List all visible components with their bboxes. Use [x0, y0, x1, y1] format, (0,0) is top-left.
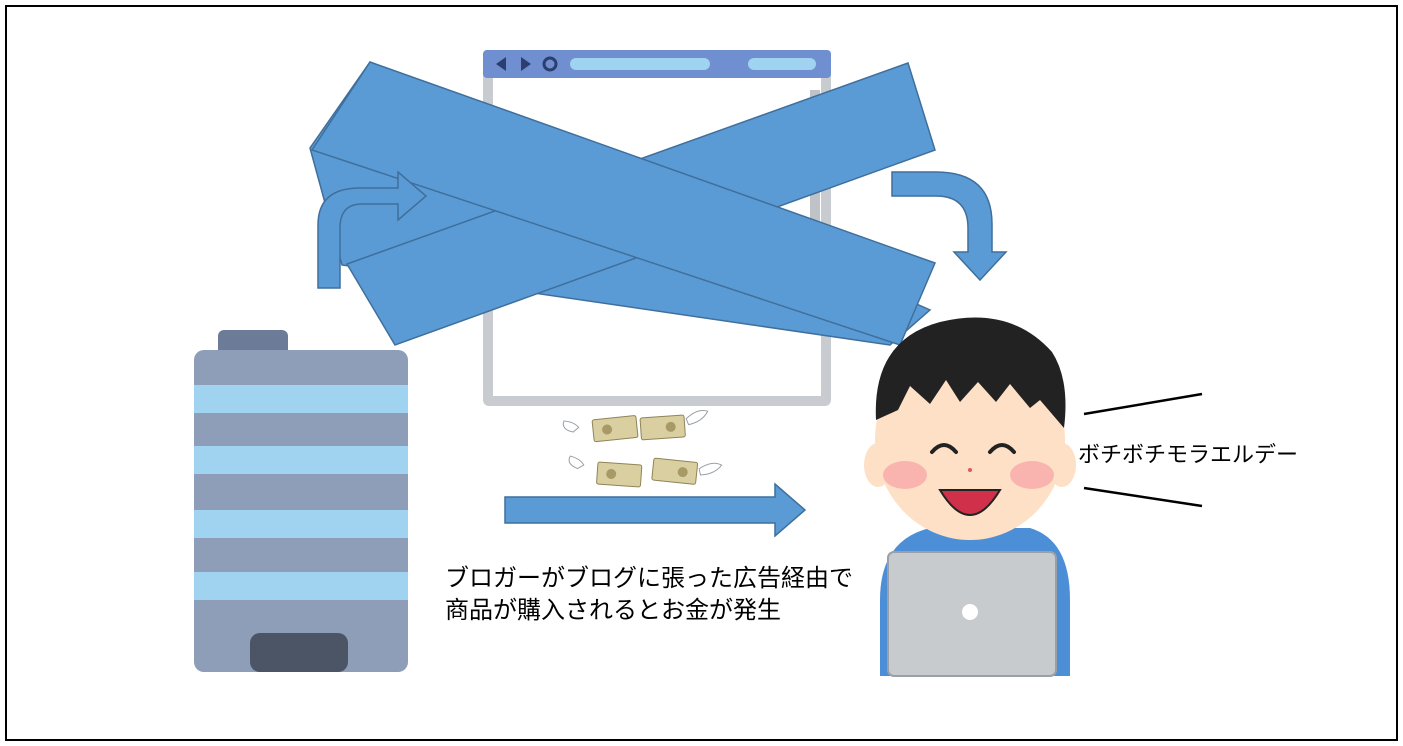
explanation-caption: ブロガーがブログに張った広告経由で 商品が購入されるとお金が発生 [445, 562, 853, 626]
blogger-speech-text: ボチボチモラエルデー [1078, 443, 1299, 468]
left-curved-arrow [317, 170, 428, 289]
caption-line-2: 商品が購入されるとお金が発生 [445, 596, 781, 624]
company-building-icon [194, 330, 408, 672]
right-curved-arrow [891, 171, 1008, 282]
caption-line-1: ブロガーがブログに張った広告経由で [445, 564, 853, 592]
flying-money-icon [562, 409, 723, 488]
money-flow-arrow [504, 482, 807, 538]
speech-lines [1083, 392, 1203, 508]
big-cross-mark [309, 61, 937, 346]
blogger-person-icon [864, 317, 1076, 677]
